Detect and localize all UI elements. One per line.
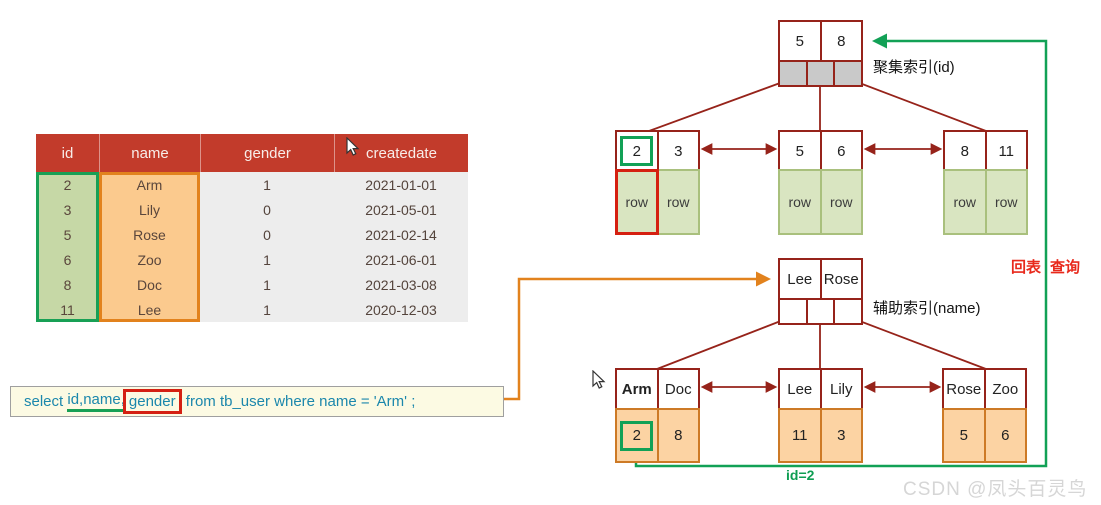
cell-createdate: 2021-01-01 bbox=[334, 172, 468, 197]
secondary-root-key: Rose bbox=[819, 260, 861, 298]
cell-name: Doc bbox=[99, 272, 200, 297]
cell-id: 8 bbox=[36, 272, 99, 297]
id-equals-label: id=2 bbox=[786, 467, 815, 483]
secondary-leaf-node: Arm Doc bbox=[615, 368, 700, 410]
cell-gender: 1 bbox=[200, 272, 334, 297]
secondary-root-key: Lee bbox=[780, 260, 820, 298]
secondary-root-node: Lee Rose bbox=[778, 258, 863, 325]
cell-name: Arm bbox=[99, 172, 200, 197]
clustered-leaf-key: 5 bbox=[780, 132, 820, 170]
cell-gender: 1 bbox=[200, 247, 334, 272]
row-data-cell: row bbox=[953, 194, 977, 210]
row-data-cell: row bbox=[656, 171, 699, 233]
cell-id: 5 bbox=[36, 222, 99, 247]
watermark: CSDN @凤头百灵鸟 bbox=[903, 479, 1088, 500]
clustered-leaf-rows: row row bbox=[615, 169, 700, 235]
sql-query-box: select id,name,gender from tb_user where… bbox=[10, 386, 504, 417]
clustered-leaf-key: 3 bbox=[656, 132, 698, 170]
cell-createdate: 2021-03-08 bbox=[334, 272, 468, 297]
clustered-leaf-node: 2 3 bbox=[615, 130, 700, 172]
back-query-label-1: 回表 bbox=[1011, 259, 1042, 276]
secondary-leaf-node: Lee Lily bbox=[778, 368, 863, 410]
column-header-createdate: createdate bbox=[334, 134, 468, 172]
cell-gender: 0 bbox=[200, 197, 334, 222]
cell-gender: 1 bbox=[200, 172, 334, 197]
table-row: 3 Lily 0 2021-05-01 bbox=[36, 197, 468, 222]
table-header-row: id name gender createdate bbox=[36, 134, 468, 172]
table-row: 2 Arm 1 2021-01-01 bbox=[36, 172, 468, 197]
cell-name: Lily bbox=[99, 197, 200, 222]
secondary-leaf-key: Lily bbox=[819, 370, 861, 408]
table-row: 6 Zoo 1 2021-06-01 bbox=[36, 247, 468, 272]
cell-id: 3 bbox=[36, 197, 99, 222]
row-data-cell: row bbox=[984, 171, 1027, 233]
clustered-root-key: 5 bbox=[780, 22, 820, 60]
column-header-name: name bbox=[99, 134, 200, 172]
id-value-cell: 5 bbox=[959, 427, 968, 444]
clustered-root-pointers bbox=[780, 60, 862, 85]
table-row: 8 Doc 1 2021-03-08 bbox=[36, 272, 468, 297]
cell-gender: 1 bbox=[200, 297, 334, 322]
secondary-leaf-ids: 2 8 bbox=[615, 408, 700, 463]
secondary-leaf-key: Lee bbox=[780, 370, 820, 408]
clustered-leaf-key: 6 bbox=[819, 132, 861, 170]
cell-createdate: 2021-06-01 bbox=[334, 247, 468, 272]
id-value-cell: 2 bbox=[617, 410, 657, 461]
clustered-leaf-node: 5 6 bbox=[778, 130, 863, 172]
secondary-root-pointers bbox=[780, 298, 861, 323]
clustered-root-node: 5 8 bbox=[778, 20, 863, 87]
clustered-leaf-key: 8 bbox=[945, 132, 985, 170]
back-query-label-2: 查询 bbox=[1050, 259, 1081, 276]
table-row: 5 Rose 0 2021-02-14 bbox=[36, 222, 468, 247]
sql-covered-columns: id,name, bbox=[67, 391, 125, 412]
column-header-id: id bbox=[61, 144, 74, 162]
cursor-icon bbox=[592, 370, 606, 389]
id-value-cell: 11 bbox=[791, 427, 808, 444]
clustered-leaf-rows: row row bbox=[778, 169, 863, 235]
cell-id: 2 bbox=[36, 172, 99, 197]
cell-id: 11 bbox=[36, 297, 99, 322]
id-value-cell: 6 bbox=[983, 410, 1026, 461]
clustered-root-key: 8 bbox=[819, 22, 861, 60]
user-table: id name gender createdate 2 Arm 1 2021-0… bbox=[36, 134, 468, 322]
row-data-cell: row bbox=[819, 171, 862, 233]
secondary-leaf-key: Doc bbox=[656, 370, 698, 408]
cell-name: Rose bbox=[99, 222, 200, 247]
column-header-gender: gender bbox=[200, 134, 334, 172]
clustered-leaf-key-highlighted: 2 bbox=[617, 132, 657, 170]
matched-id-value-highlight: 2 bbox=[620, 420, 654, 451]
clustered-leaf-rows: row row bbox=[943, 169, 1028, 235]
secondary-leaf-key: Rose bbox=[944, 370, 984, 408]
cell-name: Lee bbox=[99, 297, 200, 322]
row-data-cell: row bbox=[625, 194, 649, 210]
matched-id-highlight: 2 bbox=[620, 136, 654, 166]
secondary-leaf-key-matched: Arm bbox=[617, 370, 657, 408]
cell-gender: 0 bbox=[200, 222, 334, 247]
cell-createdate: 2021-05-01 bbox=[334, 197, 468, 222]
sql-gender-column-boxed: gender bbox=[122, 389, 182, 414]
secondary-index-label: 辅助索引(name) bbox=[873, 300, 981, 317]
sql-select-keyword: select bbox=[24, 393, 68, 410]
clustered-leaf-node: 8 11 bbox=[943, 130, 1028, 172]
cell-createdate: 2021-02-14 bbox=[334, 222, 468, 247]
secondary-leaf-ids: 5 6 bbox=[942, 408, 1027, 463]
id-value-cell: 3 bbox=[819, 410, 862, 461]
cell-createdate: 2020-12-03 bbox=[334, 297, 468, 322]
secondary-leaf-ids: 11 3 bbox=[778, 408, 863, 463]
cell-id: 6 bbox=[36, 247, 99, 272]
table-row: 11 Lee 1 2020-12-03 bbox=[36, 297, 468, 322]
id-value-cell: 8 bbox=[656, 410, 699, 461]
sql-rest: from tb_user where name = 'Arm' ; bbox=[181, 393, 416, 410]
secondary-leaf-key: Zoo bbox=[983, 370, 1025, 408]
secondary-leaf-node: Rose Zoo bbox=[942, 368, 1027, 410]
row-data-cell: row bbox=[788, 194, 812, 210]
clustered-leaf-key: 11 bbox=[984, 132, 1026, 170]
clustered-index-label: 聚集索引(id) bbox=[873, 59, 955, 76]
cell-name: Zoo bbox=[99, 247, 200, 272]
